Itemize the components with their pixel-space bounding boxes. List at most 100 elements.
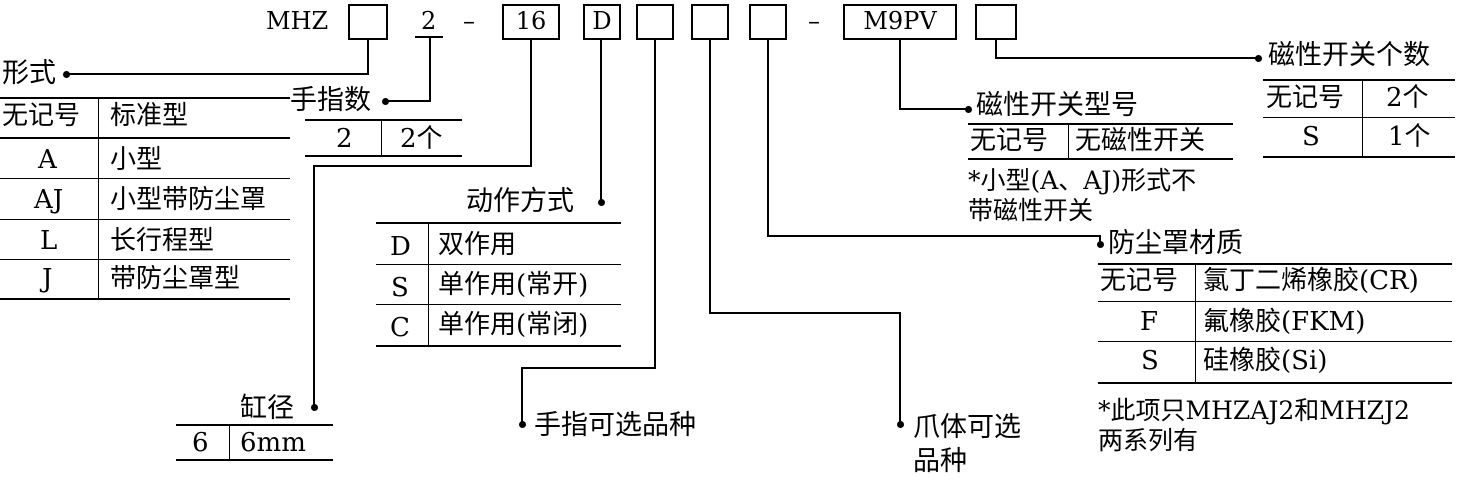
switch-count-rule (1263, 117, 1455, 118)
fingers-title: 手指数 (290, 85, 371, 116)
switch-model-note-1: *小型(A、AJ)形式不 (968, 166, 1197, 195)
code-box-switch-count (975, 4, 1017, 40)
code-box-bore: 16 (502, 4, 560, 40)
bore-row-desc: 6mm (240, 428, 306, 458)
boot-dot (1097, 241, 1104, 248)
action-rule-top (376, 222, 621, 224)
form-row-desc: 小型带防尘罩 (110, 185, 267, 215)
action-row-desc: 双作用 (438, 230, 517, 260)
action-col-divider (428, 222, 429, 345)
switch-count-rule-bottom (1263, 156, 1455, 158)
switch-count-row-desc: 1个 (1388, 122, 1431, 152)
switch-count-row-desc: 2个 (1386, 83, 1429, 113)
switch-model-rule-bottom (968, 158, 1233, 160)
wire-finger-option (521, 38, 656, 424)
boot-row-code: 无记号 (1100, 266, 1179, 296)
form-rule-top (0, 97, 290, 99)
form-dot (63, 71, 70, 78)
switch-count-col-divider (1362, 79, 1363, 157)
boot-row-desc: 氟橡胶(FKM) (1203, 307, 1366, 337)
action-row-code: S (391, 273, 409, 303)
boot-rule (1098, 341, 1452, 342)
form-rule (0, 259, 290, 260)
wire-switch-count (995, 38, 1258, 59)
code-box-boot (749, 4, 787, 40)
form-row-code: AJ (34, 185, 64, 215)
code-box-form (348, 4, 388, 40)
form-row-code: J (42, 264, 53, 294)
action-row-code: D (390, 232, 411, 262)
form-row-desc: 小型 (110, 145, 163, 175)
fingers-underline (415, 36, 443, 38)
switch-model-dot (965, 106, 972, 113)
wire-fingers (386, 38, 431, 102)
switch-model-col-divider (1068, 123, 1069, 159)
form-row-code: L (40, 226, 58, 256)
switch-count-rule-top (1263, 79, 1455, 81)
form-rule-header (0, 137, 290, 139)
wire-boot (767, 38, 1101, 244)
switch-model-note-2: 带磁性开关 (968, 196, 1094, 225)
code-box-jaw-option (691, 4, 729, 40)
action-rule (376, 264, 621, 265)
action-row-desc: 单作用(常闭) (438, 310, 589, 340)
finger-option-title: 手指可选品种 (534, 410, 696, 441)
fingers-rule-bottom (305, 155, 462, 157)
boot-note-2: 两系列有 (1098, 426, 1199, 455)
switch-count-row-code: 无记号 (1266, 83, 1345, 113)
boot-title: 防尘罩材质 (1108, 228, 1243, 259)
switch-count-title: 磁性开关个数 (1268, 40, 1430, 71)
boot-rule-top (1098, 263, 1452, 265)
form-col-divider (98, 97, 99, 298)
bore-rule-bottom (176, 459, 333, 461)
action-title: 动作方式 (466, 186, 574, 217)
jaw-option-title-2: 品种 (913, 446, 967, 477)
boot-rule-bottom (1098, 382, 1452, 384)
code-box-finger-option (636, 4, 674, 40)
jaw-option-title-1: 爪体可选 (913, 412, 1021, 443)
action-row-desc: 单作用(常开) (438, 270, 589, 300)
jaw-option-dot (897, 421, 904, 428)
form-rule-bottom (0, 298, 290, 300)
bore-row-code: 6 (192, 428, 209, 458)
switch-model-row-code: 无记号 (970, 126, 1049, 156)
form-row-code: A (38, 145, 57, 175)
boot-row-desc: 氯丁二烯橡胶(CR) (1203, 266, 1419, 296)
boot-col-divider (1195, 263, 1196, 382)
switch-count-row-code: S (1302, 122, 1320, 152)
boot-row-desc: 硅橡胶(Si) (1203, 346, 1328, 376)
fingers-dot (382, 98, 389, 105)
finger-option-dot (519, 421, 526, 428)
fingers-rule-top (305, 119, 462, 121)
form-row-desc: 长行程型 (110, 226, 215, 256)
switch-model-row-desc: 无磁性开关 (1075, 126, 1206, 156)
fingers-row-code: 2 (336, 124, 353, 154)
code-dash-2: – (808, 7, 820, 35)
action-row-code: C (390, 313, 410, 343)
code-box-switch: M9PV (843, 4, 957, 40)
wire-switch-model (899, 38, 968, 110)
switch-model-rule-top (968, 123, 1233, 125)
form-rule (0, 219, 290, 220)
fingers-col-divider (381, 119, 382, 156)
form-title: 形式 (2, 58, 56, 89)
code-fingers: 2 (421, 7, 437, 35)
fingers-row-desc: 2个 (400, 124, 443, 154)
bore-rule-top (176, 424, 333, 426)
action-dot (598, 199, 605, 206)
action-rule-bottom (376, 345, 621, 347)
form-rule (0, 178, 290, 179)
wire-jaw-option (709, 38, 901, 424)
code-box-action: D (583, 4, 621, 40)
boot-note-1: *此项只MHZAJ2和MHZJ2 (1098, 396, 1410, 425)
bore-col-divider (229, 424, 230, 460)
form-header-desc: 标准型 (110, 101, 189, 131)
code-dash-1: – (463, 7, 475, 35)
bore-title: 缸径 (240, 393, 294, 424)
form-row-desc: 带防尘罩型 (110, 264, 241, 294)
wire-bore (313, 38, 532, 406)
boot-row-code: S (1141, 346, 1159, 376)
boot-rule (1098, 301, 1452, 302)
wire-form (66, 38, 369, 75)
